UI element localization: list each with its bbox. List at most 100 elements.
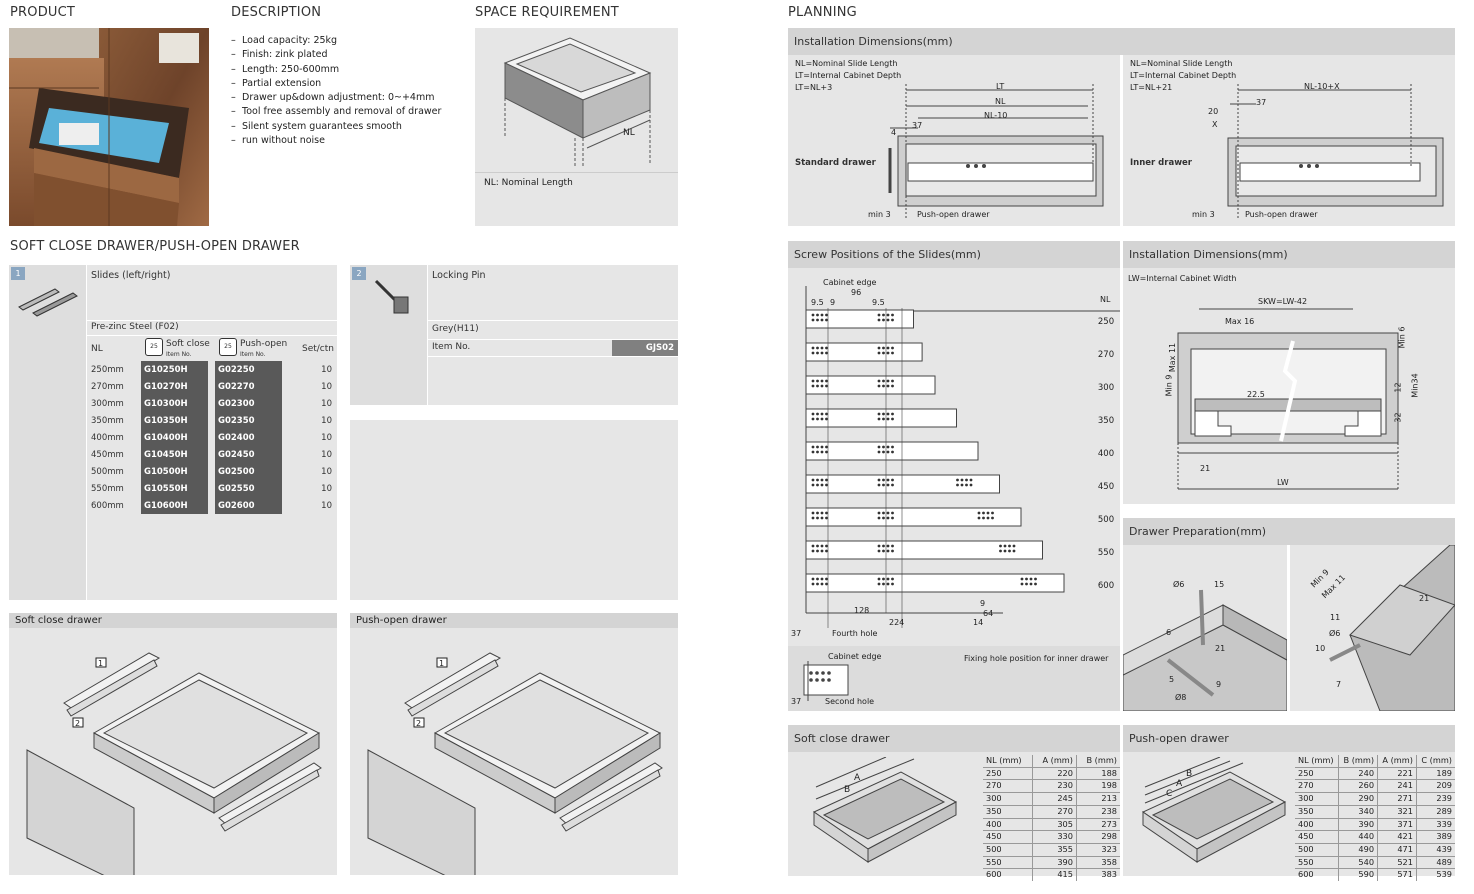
slide-nl: 400mm [91, 432, 124, 443]
push-dim-cell: 471 [1377, 842, 1417, 857]
screw-hole [811, 379, 815, 383]
screw-hole [825, 549, 828, 553]
nl-value-label: 500 [1098, 515, 1114, 525]
soft-dim-cell: 300 [983, 792, 1033, 806]
spacer [208, 412, 215, 429]
screw-hole [820, 346, 824, 350]
screw-hole [820, 478, 824, 482]
screw-hole [1020, 582, 1024, 586]
screw-hole [891, 351, 894, 355]
soft-close-code: G10500H [141, 463, 208, 480]
dim-4: 4 [891, 128, 897, 137]
screw-hole [811, 445, 815, 449]
spacer [208, 395, 215, 412]
screw-hole [825, 511, 828, 515]
slide-nl: 550mm [91, 483, 124, 494]
description-item: Length: 250-600mm [231, 63, 461, 78]
soft-close-exploded-diagram [26, 652, 322, 875]
push-dim-cell: 241 [1377, 779, 1417, 793]
soft-close-assembly-panel: Soft close drawer 1 2 [9, 613, 337, 875]
screw-hole [1020, 577, 1024, 581]
slide-nl: 500mm [91, 466, 124, 477]
screw-hole [886, 582, 890, 586]
prep-phi8: Ø8 [1175, 693, 1187, 702]
screw-hole [816, 450, 819, 454]
pin-item-label: Item No. [432, 342, 471, 352]
dim-14: 14 [973, 618, 984, 627]
set-ctn: 10 [321, 466, 332, 477]
screw-hole [877, 516, 881, 520]
soft-dim-cell: 323 [1075, 842, 1120, 857]
push-dim-cell: 290 [1338, 792, 1378, 806]
screw-hole [891, 318, 894, 322]
screw-hole [1029, 577, 1033, 581]
screw-hole [877, 412, 881, 416]
callout-1: 1 [98, 659, 104, 668]
screw-hole [825, 582, 828, 586]
dim-224: 224 [889, 618, 905, 627]
slide-nl: 300mm [91, 398, 124, 409]
soft-dim-cell: 550 [983, 855, 1033, 869]
lw-label: LW [1277, 478, 1289, 487]
soft-close-dimensions-title: Soft close drawer [788, 725, 1120, 752]
skw-label: SKW=LW-42 [1258, 297, 1308, 306]
screw-hole [877, 478, 881, 482]
push-open-assembly-panel: Push-open drawer 1 2 [350, 613, 678, 875]
screw-hole [825, 346, 828, 350]
soft-dim-cell: 390 [1031, 855, 1077, 869]
screw-hole [877, 384, 881, 388]
soft-dim-cell: 238 [1075, 804, 1120, 819]
soft-close-code: G10350H [141, 412, 208, 429]
screw-hole [986, 516, 990, 520]
soft-dim-cell: 305 [1031, 817, 1077, 831]
locking-pin-panel: 2 Locking Pin Grey(H11) Item No. GJS02 [350, 265, 678, 405]
slide-bar [805, 507, 1022, 527]
screw-hole [816, 516, 819, 520]
nl-value-label: 400 [1098, 449, 1114, 459]
screw-hole [882, 544, 885, 548]
screw-hole [816, 577, 819, 581]
screw-hole [891, 412, 894, 416]
screw-hole [886, 445, 890, 449]
header-space-requirement: SPACE REQUIREMENT [475, 5, 619, 20]
dim-37-right: 37 [1256, 98, 1267, 107]
dim-22-5: 22.5 [1247, 390, 1265, 399]
screw-hole [820, 379, 824, 383]
dim-9-bottom: 9 [980, 599, 986, 608]
drilling-diagram-right [1329, 545, 1455, 711]
nl-value-label: 450 [1098, 482, 1114, 492]
inner-drawer-diagram [1227, 84, 1444, 218]
screw-hole [877, 582, 881, 586]
spacer [208, 463, 215, 480]
dim-9: 9 [830, 298, 836, 307]
push-dim-cell: 250 [1295, 766, 1339, 780]
pin-color: Grey(H11) [432, 324, 479, 334]
second-hole-label: Second hole [825, 697, 875, 706]
screw-hole [882, 384, 885, 388]
screw-hole [811, 544, 815, 548]
screw-hole [965, 478, 968, 482]
screw-hole [891, 516, 894, 520]
screw-hole [886, 412, 890, 416]
spacer [208, 429, 215, 446]
push-dim-cell: 189 [1415, 766, 1455, 780]
screw-hole [820, 313, 824, 317]
push-open-assembly-title: Push-open drawer [350, 613, 678, 628]
drilling-diagram-left [1123, 589, 1287, 711]
screw-hole [820, 318, 824, 322]
screw-hole [877, 379, 881, 383]
screw-hole [965, 483, 968, 487]
screw-hole [811, 450, 815, 454]
right-notes: NL=Nominal Slide Length LT=Internal Cabi… [1130, 59, 1237, 92]
screw-hole [891, 582, 894, 586]
nl-header: NL [1100, 295, 1111, 304]
screw-hole [811, 511, 815, 515]
nl-label: NL [623, 128, 635, 138]
screw-hole [886, 450, 890, 454]
screw-hole [816, 582, 819, 586]
push-open-code: G02300 [215, 395, 282, 412]
